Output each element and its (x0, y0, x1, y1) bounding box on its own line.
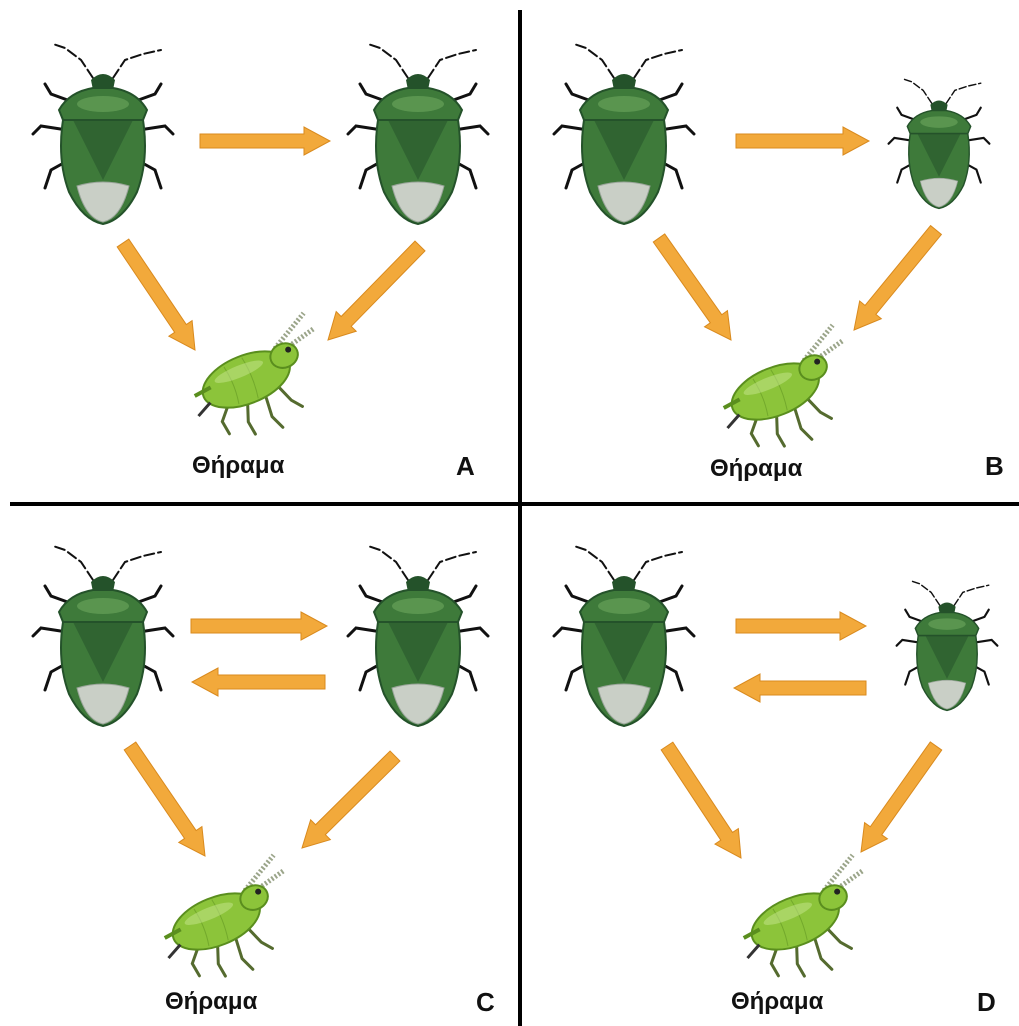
predator-bug-icon (348, 44, 488, 224)
panel-a: Θήραμα A (0, 0, 500, 500)
arrow (318, 236, 430, 350)
prey-aphid-icon (727, 854, 894, 997)
arrow (111, 235, 206, 358)
arrow (191, 612, 327, 640)
predator-bug-icon (554, 44, 694, 224)
prey-label: Θήραμα (710, 455, 802, 483)
panel-letter: A (456, 451, 475, 482)
prey-aphid-icon (178, 312, 345, 455)
prey-label: Θήραμα (165, 988, 257, 1016)
prey-aphid-icon (707, 324, 874, 467)
horizontal-divider (10, 502, 1019, 506)
panel-letter: B (985, 451, 1004, 482)
arrow (292, 746, 405, 858)
panel-c-diagram (0, 510, 500, 1010)
prey-label: Θήραμα (731, 988, 823, 1016)
predator-bug-icon (33, 546, 173, 726)
panel-b: Θήραμα B (519, 0, 1019, 500)
arrow (655, 738, 752, 865)
predator-bug-icon (897, 581, 998, 711)
arrow (736, 612, 866, 640)
panel-a-diagram (0, 0, 500, 500)
predator-bug-icon (889, 79, 990, 209)
arrow (843, 221, 947, 339)
arrow (118, 738, 216, 864)
prey-label: Θήραμα (192, 452, 284, 480)
panel-letter: D (977, 987, 996, 1018)
arrow (200, 127, 330, 155)
predator-bug-icon (33, 44, 173, 224)
panel-letter: C (476, 987, 495, 1018)
panel-b-diagram (519, 0, 1019, 500)
arrow (648, 230, 743, 348)
arrow (192, 668, 325, 696)
arrow (850, 738, 948, 860)
predator-bug-icon (554, 546, 694, 726)
panel-d-diagram (519, 510, 1019, 1010)
predator-bug-icon (348, 546, 488, 726)
panel-c: Θήραμα C (0, 510, 500, 1010)
prey-aphid-icon (148, 854, 315, 997)
panel-d: Θήραμα D (519, 510, 1019, 1010)
arrow (734, 674, 866, 702)
arrow (736, 127, 869, 155)
